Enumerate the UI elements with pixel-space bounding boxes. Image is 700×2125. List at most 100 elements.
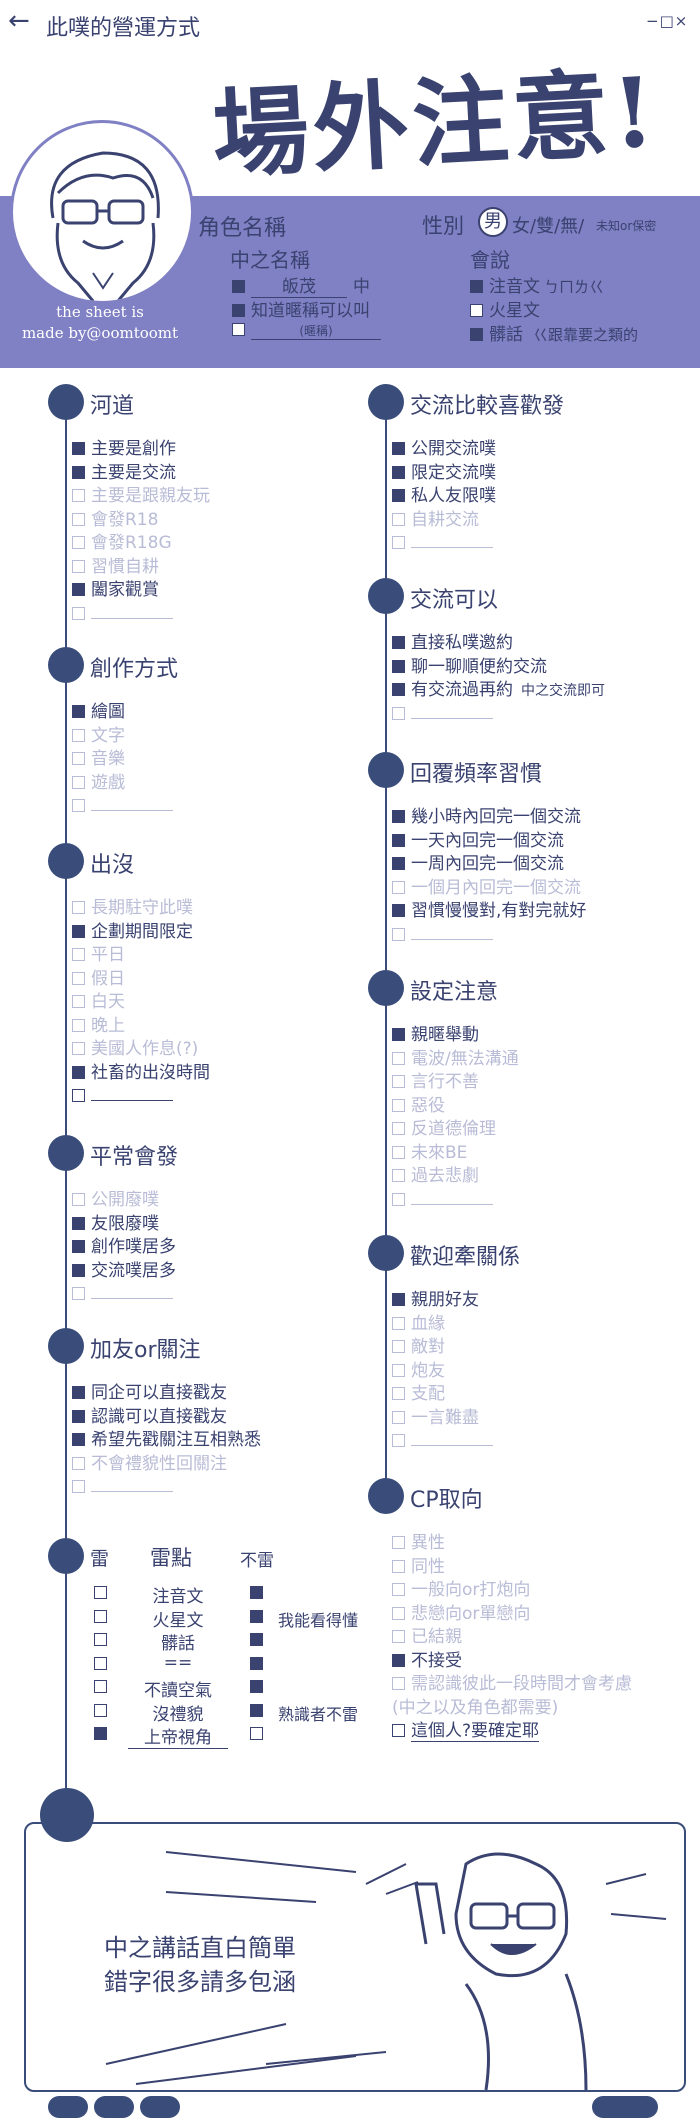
right-option-checkbox[interactable] [392,1192,405,1206]
right-option-row[interactable]: 支配 [392,1383,445,1405]
right-option-row[interactable]: 習慣慢慢對,有對完就好 [392,900,586,922]
right-option-row[interactable]: 言行不善 [392,1071,479,1093]
left-option-checkbox[interactable] [72,971,85,985]
right-option-blank[interactable] [411,1194,493,1205]
left-option-checkbox[interactable] [72,1042,85,1055]
left-option-row[interactable]: 平日 [72,944,125,966]
right-option-checkbox[interactable] [392,536,405,549]
left-option-checkbox[interactable] [72,606,85,620]
right-option-row[interactable]: 已結親 [392,1626,462,1648]
zhong-nickname-checkbox[interactable] [232,304,245,317]
right-option-checkbox[interactable] [392,1583,405,1596]
right-option-row[interactable]: 悲戀向or單戀向 [392,1603,530,1625]
right-option-blank[interactable] [411,1435,493,1446]
right-option-checkbox[interactable] [392,1724,405,1737]
right-option-row[interactable] [392,1189,493,1211]
right-option-row[interactable]: (中之以及角色都需要) [392,1697,558,1719]
left-option-checkbox[interactable] [72,705,85,718]
left-option-checkbox[interactable] [72,442,85,455]
left-option-checkbox[interactable] [72,1433,85,1446]
left-option-checkbox[interactable] [72,728,85,742]
thunder-right-checkbox[interactable] [250,1656,263,1670]
left-option-row[interactable] [72,1283,173,1305]
left-option-row[interactable]: 創作噗居多 [72,1236,176,1258]
left-option-checkbox[interactable] [72,948,85,961]
left-option-row[interactable]: 白天 [72,991,125,1013]
left-option-checkbox[interactable] [72,1409,85,1423]
right-option-row[interactable]: 有交流過再約中之交流即可 [392,679,605,702]
right-option-checkbox[interactable] [392,489,405,502]
right-option-row[interactable] [392,532,493,554]
right-option-checkbox[interactable] [392,706,405,720]
back-arrow-icon[interactable]: ← [8,6,30,36]
right-option-checkbox[interactable] [392,1653,405,1667]
right-option-checkbox[interactable] [392,1145,405,1159]
right-option-row[interactable]: 過去悲劇 [392,1165,479,1187]
thunder-right-checkbox[interactable] [250,1609,263,1623]
right-option-row[interactable]: 自耕交流 [392,509,479,531]
speak-opt2-row[interactable]: 火星文 [470,296,540,321]
right-option-checkbox[interactable] [392,810,405,823]
left-option-row[interactable]: 晚上 [72,1015,125,1037]
left-option-row[interactable]: 會發R18G [72,532,172,554]
left-option-row[interactable] [72,1085,173,1107]
right-option-checkbox[interactable] [392,1606,405,1620]
left-option-blank[interactable] [91,608,173,619]
left-option-row[interactable]: 主要是創作 [72,438,176,460]
right-option-checkbox[interactable] [392,1677,405,1690]
right-option-row[interactable]: 直接私噗邀約 [392,632,513,654]
speak-opt2-checkbox[interactable] [470,304,483,317]
right-option-checkbox[interactable] [392,465,405,479]
left-option-blank[interactable] [91,800,173,811]
right-option-row[interactable]: 限定交流噗 [392,462,496,484]
left-option-checkbox[interactable] [72,924,85,938]
right-option-checkbox[interactable] [392,1630,405,1643]
left-option-row[interactable]: 美國人作息(?) [72,1038,198,1060]
left-option-row[interactable]: 同企可以直接戳友 [72,1382,227,1404]
left-option-checkbox[interactable] [72,1386,85,1399]
left-option-checkbox[interactable] [72,1240,85,1253]
left-option-row[interactable]: 遊戲 [72,772,125,794]
thunder-right-checkbox[interactable] [250,1586,263,1599]
left-option-checkbox[interactable] [72,799,85,812]
left-option-checkbox[interactable] [72,512,85,526]
right-option-row[interactable]: 需認識彼此一段時間才會考慮 [392,1673,632,1695]
left-option-checkbox[interactable] [72,995,85,1008]
zhong-nickname-blank-row[interactable]: (暱稱) [232,320,381,340]
zhong-name-checkbox[interactable] [232,280,245,293]
right-option-row[interactable]: 一天內回完一個交流 [392,830,564,852]
right-option-checkbox[interactable] [392,1028,405,1041]
left-option-row[interactable] [72,1476,173,1498]
right-option-checkbox[interactable] [392,1340,405,1353]
right-option-blank[interactable] [411,929,493,940]
right-option-checkbox[interactable] [392,1559,405,1573]
thunder-left-checkbox[interactable] [94,1609,107,1623]
left-option-row[interactable]: 闔家觀賞 [72,579,159,601]
right-option-row[interactable]: 一般向or打炮向 [392,1579,530,1601]
left-option-row[interactable]: 文字 [72,725,125,747]
thunder-left-checkbox[interactable] [94,1633,107,1646]
right-option-checkbox[interactable] [392,1075,405,1088]
speak-opt1-row[interactable]: 注音文ㄅㄇㄌ巜 [470,272,604,297]
left-option-row[interactable]: 認識可以直接戳友 [72,1406,227,1428]
left-option-checkbox[interactable] [72,536,85,549]
right-option-row[interactable]: 親朋好友 [392,1289,479,1311]
left-option-row[interactable]: 主要是交流 [72,462,176,484]
left-option-checkbox[interactable] [72,465,85,479]
right-option-row[interactable]: 同性 [392,1556,445,1578]
right-option-row[interactable]: 公開交流噗 [392,438,496,460]
right-option-checkbox[interactable] [392,1169,405,1182]
left-option-row[interactable]: 公開廢噗 [72,1189,159,1211]
right-option-checkbox[interactable] [392,1410,405,1424]
left-option-row[interactable]: 不會禮貌性回關注 [72,1453,227,1475]
thunder-right-checkbox[interactable] [250,1633,263,1646]
left-option-row[interactable]: 假日 [72,968,125,990]
left-option-row[interactable]: 音樂 [72,748,125,770]
thunder-left-checkbox[interactable] [94,1586,107,1599]
right-option-row[interactable] [392,703,493,725]
left-option-checkbox[interactable] [72,1018,85,1032]
right-option-row[interactable]: 親暱舉動 [392,1024,479,1046]
right-option-row[interactable]: 異性 [392,1532,445,1554]
left-option-row[interactable] [72,795,173,817]
right-option-row[interactable]: 一言難盡 [392,1407,479,1429]
